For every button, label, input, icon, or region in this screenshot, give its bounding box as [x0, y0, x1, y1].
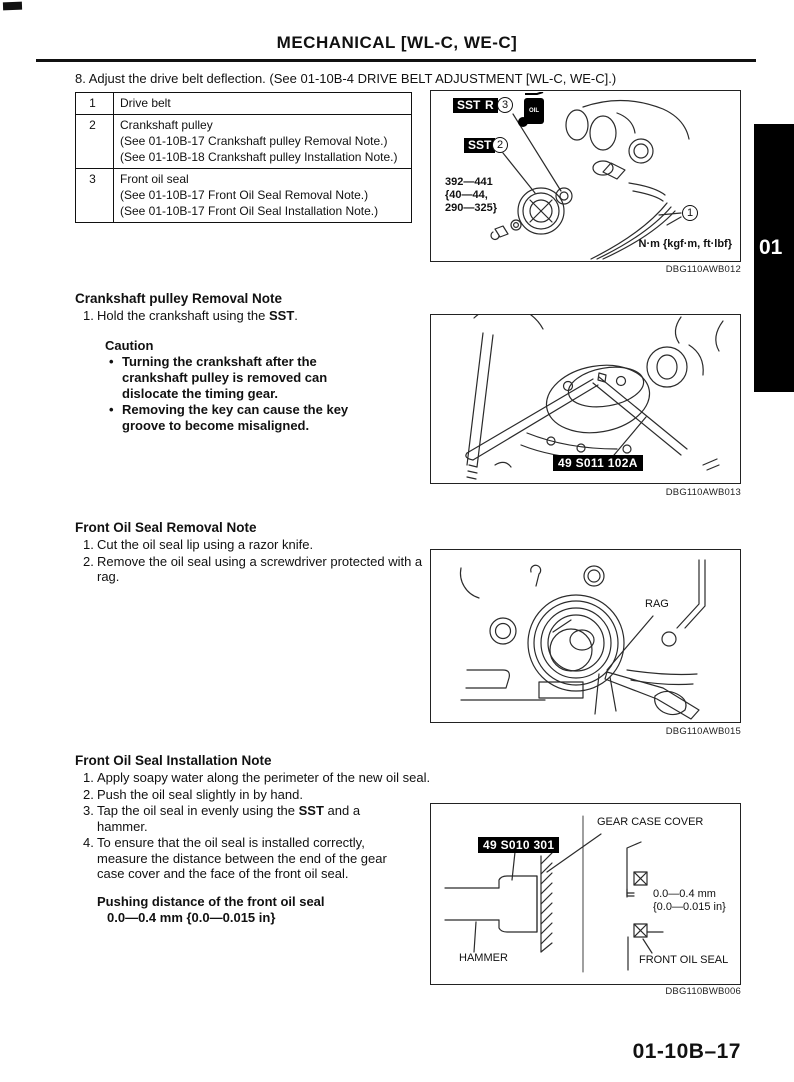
table-row: 2 Crankshaft pulley (See 01-10B-17 Crank…	[75, 114, 412, 169]
list-item: 2. Push the oil seal slightly in by hand…	[75, 787, 457, 803]
callout-1: 1	[682, 205, 698, 221]
item-text: Hold the crankshaft using the SST.	[97, 308, 298, 323]
table-row: 1 Drive belt	[75, 92, 412, 115]
row-number: 1	[75, 92, 114, 115]
caution-bullet: • Turning the crankshaft after the crank…	[105, 354, 360, 402]
chapter-number: 01	[759, 236, 783, 259]
figure-caption: DBG110BWB006	[665, 986, 741, 997]
item-number: 3.	[83, 803, 94, 818]
sst-label: SST	[464, 138, 496, 153]
step-number: 8.	[75, 71, 86, 86]
front-oil-seal-label: FRONT OIL SEAL	[639, 954, 729, 966]
figure-oil-seal-installation: 49 S010 301 GEAR CASE COVER 0.0—0.4 mm {…	[430, 803, 741, 985]
oil-seal-removal-diagram	[459, 559, 706, 720]
row-text: Crankshaft pulley (See 01-10B-17 Cranksh…	[113, 114, 412, 169]
scan-artifact	[2, 1, 23, 11]
part-name: Front oil seal	[120, 172, 189, 186]
svg-text:OIL: OIL	[529, 108, 539, 114]
part-name: Drive belt	[120, 96, 171, 110]
drive-belt-diagram	[490, 99, 690, 260]
sst-label: SST	[453, 98, 485, 113]
installation-diagram	[444, 815, 664, 973]
replace-label: R	[481, 98, 498, 113]
rag-label: RAG	[645, 598, 669, 610]
list-item: 1. Hold the crankshaft using the SST.	[75, 308, 360, 324]
sst-part-number: 49 S011 102A	[553, 455, 643, 471]
bullet-glyph: •	[109, 401, 114, 417]
item-number: 2.	[83, 553, 94, 569]
page-title: MECHANICAL [WL-C, WE-C]	[276, 33, 518, 52]
figure-oil-seal-removal: RAG	[430, 549, 741, 723]
row-text: Drive belt	[113, 92, 412, 115]
caution-title: Caution	[105, 337, 154, 353]
row-number: 2	[75, 114, 114, 169]
item-number: 1.	[83, 308, 94, 323]
table-row: 3 Front oil seal (See 01-10B-17 Front Oi…	[75, 168, 412, 223]
item-text: Tap the oil seal in evenly using the SST…	[97, 803, 361, 834]
torque-units: N·m {kgf·m, ft·lbf}	[638, 238, 733, 250]
item-text: Cut the oil seal lip using a razor knife…	[97, 537, 314, 552]
figure-crankshaft-holding: 49 S011 102A	[430, 314, 741, 484]
caution-bullet: • Removing the key can cause the key gro…	[105, 402, 360, 434]
step-text: Adjust the drive belt deflection. (See 0…	[88, 71, 617, 86]
spec-value: 0.0—0.4 mm {0.0—0.015 in}	[107, 909, 276, 925]
part-note: (See 01-10B-18 Crankshaft pulley Install…	[120, 150, 398, 164]
figure-caption: DBG110AWB015	[665, 726, 741, 737]
part-note: (See 01-10B-17 Crankshaft pulley Removal…	[120, 134, 388, 148]
spec-block: Pushing distance of the front oil seal 0…	[97, 894, 457, 926]
row-number: 3	[75, 168, 114, 223]
section-front-oil-seal-removal: Front Oil Seal Removal Note 1. Cut the o…	[75, 520, 427, 586]
part-note: (See 01-10B-17 Front Oil Seal Installati…	[120, 204, 379, 218]
section-crankshaft-pulley-removal: Crankshaft pulley Removal Note 1. Hold t…	[75, 291, 360, 434]
item-number: 1.	[83, 770, 94, 785]
sst-part-number: 49 S010 301	[478, 837, 560, 853]
item-text: To ensure that the oil seal is installed…	[97, 835, 387, 881]
parts-table: 1 Drive belt 2 Crankshaft pulley (See 01…	[75, 92, 412, 223]
hammer-label: HAMMER	[459, 952, 508, 964]
item-number: 4.	[83, 835, 94, 850]
chapter-tab: 01	[754, 124, 794, 392]
figure-caption: DBG110AWB013	[665, 487, 741, 498]
row-text: Front oil seal (See 01-10B-17 Front Oil …	[113, 168, 412, 223]
section-title: Front Oil Seal Removal Note	[75, 520, 257, 535]
list-item: 1. Apply soapy water along the perimeter…	[75, 770, 457, 786]
item-number: 2.	[83, 786, 94, 802]
step-8-line: 8. Adjust the drive belt deflection. (Se…	[75, 71, 775, 86]
list-item: 2. Remove the oil seal using a screwdriv…	[75, 554, 427, 585]
list-item: 4. To ensure that the oil seal is instal…	[75, 835, 457, 882]
section-title: Front Oil Seal Installation Note	[75, 753, 272, 768]
item-text: Push the oil seal slightly in by hand.	[97, 786, 303, 802]
oil-can-icon: OIL	[518, 92, 544, 127]
figure-caption: DBG110AWB012	[665, 264, 741, 275]
caution-block: Caution • Turning the crankshaft after t…	[105, 338, 360, 434]
page-number: 01-10B–17	[632, 1040, 741, 1063]
item-text: Remove the oil seal using a screwdriver …	[97, 553, 423, 585]
callout-2: 2	[492, 137, 508, 153]
header-rule	[36, 59, 756, 62]
spec-title: Pushing distance of the front oil seal	[97, 893, 325, 909]
list-item: 3. Tap the oil seal in evenly using the …	[75, 803, 457, 834]
torque-spec: 392—441 {40—44, 290—325}	[445, 176, 497, 214]
section-front-oil-seal-installation: Front Oil Seal Installation Note 1. Appl…	[75, 753, 457, 926]
part-name: Crankshaft pulley	[120, 118, 213, 132]
item-number: 1.	[83, 537, 94, 552]
section-title: Crankshaft pulley Removal Note	[75, 291, 283, 306]
crankshaft-holding-diagram	[465, 315, 724, 480]
item-text: Apply soapy water along the perimeter of…	[97, 770, 431, 785]
part-note: (See 01-10B-17 Front Oil Seal Removal No…	[120, 188, 369, 202]
callout-3: 3	[497, 97, 513, 113]
figure-drive-belt: SST R 3 OIL SST 2 392—441 {40—44, 290—32…	[430, 90, 741, 262]
gear-case-cover-label: GEAR CASE COVER	[597, 816, 704, 828]
bullet-glyph: •	[109, 353, 114, 369]
pushing-distance-dim: 0.0—0.4 mm {0.0—0.015 in}	[653, 888, 726, 913]
list-item: 1. Cut the oil seal lip using a razor kn…	[75, 537, 427, 553]
